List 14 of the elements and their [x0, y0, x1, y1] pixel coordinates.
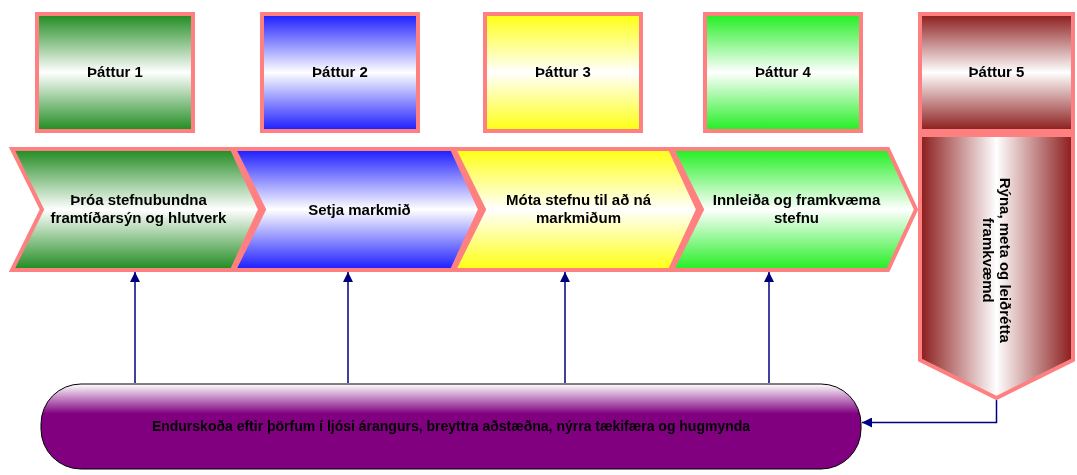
- phase-title: Þáttur 4: [754, 62, 812, 82]
- phase-title: Þáttur 5: [967, 62, 1026, 82]
- arrow: [130, 271, 140, 384]
- arrow: [343, 271, 353, 384]
- arrow: [560, 271, 570, 384]
- phase-title: Þáttur 3: [534, 62, 592, 82]
- step-text: Þróa stefnubundna framtíðarsýn og hlutverk: [50, 190, 227, 229]
- phase-title: Þáttur 2: [311, 62, 369, 82]
- step-text: Rýna, meta og leiðrétta framkvæmd: [979, 176, 1014, 345]
- arrow: [764, 271, 774, 384]
- phase-title: Þáttur 1: [86, 62, 144, 82]
- step-text: Endurskoða eftir þörfum í ljósi árangurs, breyttra aðstæðna, nýrra tækifæra og hugmynda: [150, 417, 752, 436]
- arrow: [861, 399, 998, 428]
- step-text: Innleiða og framkvæma stefnu: [711, 190, 882, 229]
